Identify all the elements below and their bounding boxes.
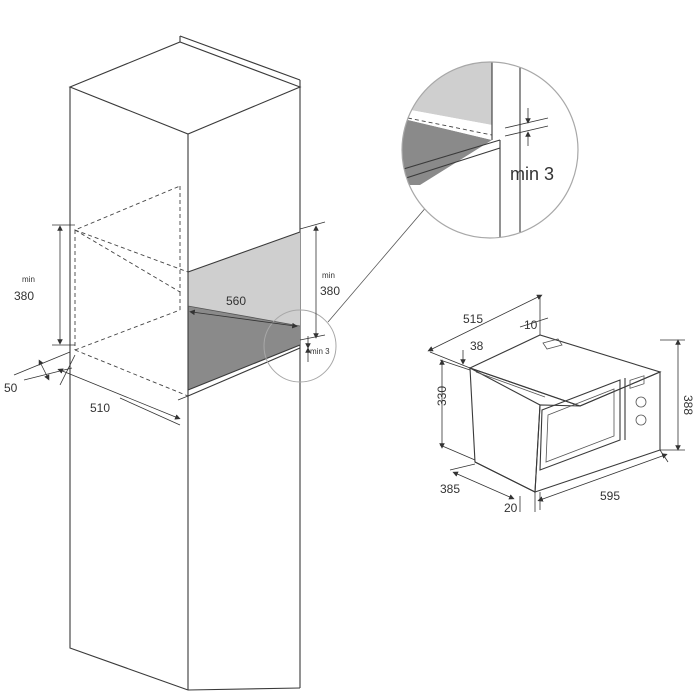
left-min-label: min xyxy=(22,275,35,284)
detail-gap-label: min 3 xyxy=(510,164,554,184)
side-offset-value: 38 xyxy=(470,339,484,353)
right-min-label: min xyxy=(322,271,335,280)
dim-oven-body-height xyxy=(439,359,476,461)
right-height-value: 380 xyxy=(320,284,340,298)
depth-value: 510 xyxy=(90,401,110,415)
dim-left-height xyxy=(52,224,75,346)
oven-total-height-value: 388 xyxy=(681,395,695,415)
dim-depth xyxy=(57,354,189,426)
front-offset-value: 20 xyxy=(504,501,518,515)
dim-width xyxy=(189,309,298,329)
dim-oven-bottom-depth xyxy=(449,463,515,500)
top-offset-value: 10 xyxy=(524,318,538,332)
dim-offset xyxy=(13,351,73,381)
detail-callout-circle xyxy=(263,309,337,383)
dim-oven-depth xyxy=(427,294,543,369)
oven-width-value: 595 xyxy=(600,489,620,503)
width-value: 560 xyxy=(226,294,246,308)
cabinet-gap-label: min 3 xyxy=(310,347,330,356)
microwave-oven xyxy=(468,334,662,493)
dim-right-height xyxy=(299,221,326,341)
tall-cabinet xyxy=(68,35,302,691)
oven-body-height-value: 330 xyxy=(435,386,449,406)
left-height-value: 380 xyxy=(14,289,34,303)
detail-view xyxy=(401,61,579,239)
oven-depth-value: 515 xyxy=(463,312,483,326)
offset-value: 50 xyxy=(4,381,18,395)
dim-oven-total-height xyxy=(660,339,685,451)
dim-top-offset xyxy=(519,317,549,328)
oven-bottom-depth-value: 385 xyxy=(440,482,460,496)
dim-oven-width xyxy=(537,449,669,510)
dim-front-offset xyxy=(519,492,536,512)
cabinet-niche xyxy=(73,185,301,397)
